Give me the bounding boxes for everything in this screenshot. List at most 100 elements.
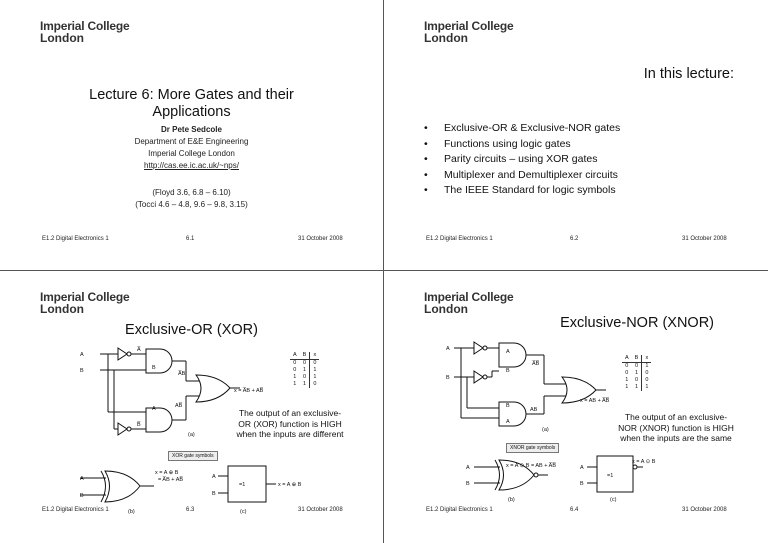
- a-label-2: A: [506, 419, 510, 425]
- figure-c-label: (c): [240, 509, 247, 515]
- references: (Floyd 3.6, 6.8 – 6.10) (Tocci 4.6 – 4.8…: [0, 187, 383, 211]
- table-cell: 1: [309, 367, 320, 374]
- caption-line: The output of an exclusive-: [238, 408, 342, 418]
- col-header-b: B: [299, 352, 310, 360]
- xnor-description: The output of an exclusive- NOR (XNOR) f…: [606, 412, 746, 444]
- table-cell: 0: [625, 363, 629, 369]
- logo-line2: London: [424, 31, 468, 45]
- xor-symbols-label: XOR gate symbols: [168, 451, 218, 461]
- ieee-eq1-label: =1: [607, 473, 613, 479]
- input-a-label: A: [80, 352, 84, 358]
- page-number: 6.4: [570, 507, 579, 513]
- col-header-x: x: [641, 355, 652, 363]
- col-header-x: x: [309, 352, 320, 360]
- list-item: Exclusive-OR & Exclusive-NOR gates: [424, 121, 620, 137]
- footer-course: E1.2 Digital Electronics 1: [42, 236, 109, 242]
- table-cell: 1: [309, 374, 320, 381]
- table-cell: 1: [634, 384, 639, 390]
- title-line1: Lecture 6: More Gates and their: [89, 87, 294, 103]
- college-logo: Imperial College London: [424, 291, 514, 315]
- table-cell: 0: [293, 360, 297, 366]
- slide-6-1: Imperial College London Lecture 6: More …: [0, 0, 383, 270]
- title-line2: Applications: [152, 104, 231, 120]
- footer-course: E1.2 Digital Electronics 1: [426, 236, 493, 242]
- xor-symbol-expression: x = A ⊕ B: [155, 470, 179, 476]
- slide-title: Exclusive-NOR (XNOR): [560, 315, 714, 331]
- slide-title: Lecture 6: More Gates and their Applicat…: [0, 87, 383, 121]
- table-cell: 1: [625, 384, 629, 390]
- reference-tocci: (Tocci 4.6 – 4.8, 9.6 – 9.8, 3.15): [135, 200, 248, 209]
- a-bar-label: A̅: [137, 346, 141, 353]
- footer-course: E1.2 Digital Electronics 1: [426, 507, 493, 513]
- product-a-bbar: AB̅: [175, 402, 183, 409]
- course-url[interactable]: http://cas.ee.ic.ac.uk/~nps/: [144, 161, 239, 170]
- footer-date: 31 October 2008: [682, 507, 727, 513]
- sym-input-a: A: [80, 476, 84, 482]
- logo-line1: Imperial College: [424, 290, 514, 304]
- sym-input-b: B: [466, 481, 470, 487]
- product-ab: AB: [530, 407, 538, 413]
- logo-line2: London: [40, 302, 84, 316]
- list-item: Parity circuits – using XOR gates: [424, 152, 620, 168]
- ieee-output-expression: x = A ⊕ B: [278, 482, 302, 488]
- department: Department of E&E Engineering: [134, 137, 249, 146]
- sym-input-a: A: [466, 465, 470, 471]
- page-number: 6.3: [186, 507, 195, 513]
- b-label-2: B: [506, 403, 510, 409]
- table-cell: 1: [625, 377, 629, 383]
- ieee-eq1-label: =1: [239, 482, 245, 488]
- xor-output-expression: x = A̅B + AB̅: [234, 387, 264, 394]
- table-cell: 0: [302, 360, 307, 366]
- xor-description: The output of an exclusive- OR (XOR) fun…: [228, 408, 352, 440]
- table-cell: 0: [634, 377, 639, 383]
- xnor-symbol-expression: x = A ⊙ B = AB + A̅B̅: [506, 462, 556, 469]
- a-label: A: [506, 349, 510, 355]
- ieee-input-b: B: [580, 481, 584, 487]
- author-block: Dr Pete Sedcole Department of E&E Engine…: [0, 124, 383, 172]
- logo-line2: London: [40, 31, 84, 45]
- footer-date: 31 October 2008: [298, 507, 343, 513]
- footer-course: E1.2 Digital Electronics 1: [42, 507, 109, 513]
- caption-line: NOR (XNOR) function is HIGH: [618, 422, 734, 433]
- b-label: B: [506, 368, 510, 374]
- figure-b-label: (b): [128, 509, 135, 515]
- reference-floyd: (Floyd 3.6, 6.8 – 6.10): [152, 188, 231, 197]
- table-cell: 1: [641, 362, 652, 370]
- college-logo: Imperial College London: [40, 291, 130, 315]
- col-header-b: B: [631, 355, 642, 363]
- caption-line: OR (XOR) function is HIGH: [238, 418, 342, 429]
- table-cell: 0: [641, 370, 652, 377]
- xnor-output-expression: x = AB + A̅B̅: [580, 397, 610, 404]
- logo-line1: Imperial College: [40, 290, 130, 304]
- table-cell: 1: [634, 370, 639, 376]
- a-label: A: [152, 406, 156, 412]
- figure-a-label: (a): [188, 432, 195, 438]
- xnor-circuit-diagram: A B A B A̅B̅ B A AB x = AB + A̅B̅ (a) A …: [446, 341, 656, 503]
- list-item: The IEEE Standard for logic symbols: [424, 183, 620, 199]
- ieee-output-expression: x = A ⊙ B: [632, 459, 656, 465]
- slide-title: In this lecture:: [643, 66, 734, 82]
- caption-line: when the inputs are the same: [620, 433, 732, 443]
- b-bar-label: B̅: [137, 421, 141, 428]
- xor-symbol-expansion: = A̅B + AB̅: [158, 476, 183, 483]
- table-cell: 0: [641, 377, 652, 384]
- college-logo: Imperial College London: [424, 20, 514, 44]
- col-header-a: A: [290, 352, 300, 360]
- ieee-input-b: B: [212, 491, 216, 497]
- page-number: 6.1: [186, 236, 195, 242]
- figure-c-label: (c): [610, 497, 617, 503]
- lecture-topics-list: Exclusive-OR & Exclusive-NOR gates Funct…: [424, 121, 620, 199]
- figure-b-label: (b): [508, 497, 515, 503]
- logo-line2: London: [424, 302, 468, 316]
- input-b-label: B: [80, 368, 84, 374]
- table-cell: 1: [293, 381, 297, 387]
- table-cell: 0: [302, 374, 307, 380]
